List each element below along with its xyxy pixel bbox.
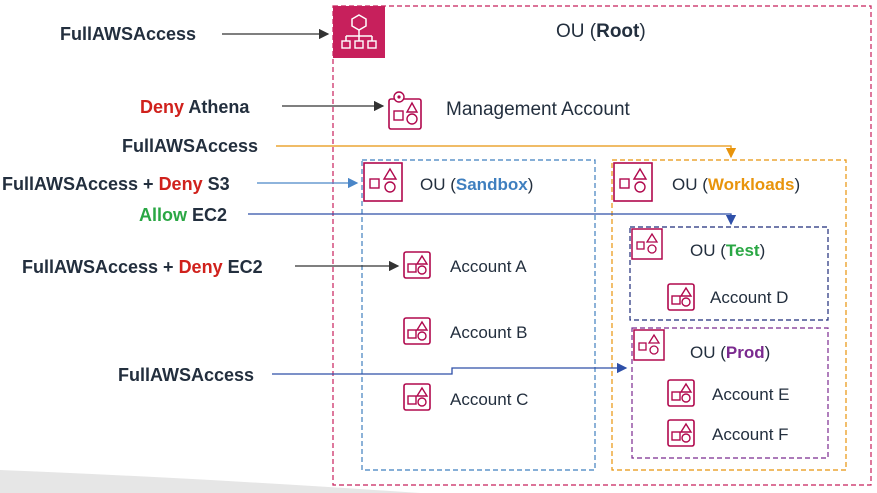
policy-management: Deny Athena bbox=[140, 97, 250, 117]
account-c-label: Account C bbox=[450, 390, 528, 409]
slide-shadow bbox=[0, 470, 420, 493]
test-ou-icon bbox=[631, 228, 663, 260]
test-ou-title: OU (Test) bbox=[690, 241, 765, 260]
prod-ou-icon bbox=[633, 329, 665, 361]
policy-workloads: FullAWSAccess bbox=[122, 136, 258, 156]
management-account-label: Management Account bbox=[446, 99, 631, 120]
policy-test: Allow EC2 bbox=[139, 205, 227, 225]
sandbox-ou-boundary bbox=[361, 159, 596, 471]
account-c-icon bbox=[403, 383, 431, 411]
account-a-icon bbox=[403, 251, 431, 279]
arrow-test-policy bbox=[248, 213, 737, 226]
prod-ou-title: OU (Prod) bbox=[690, 343, 770, 362]
org-root-icon bbox=[333, 6, 385, 58]
prod-ou-boundary bbox=[631, 327, 829, 459]
root-ou-boundary bbox=[332, 5, 872, 486]
account-f-icon bbox=[667, 419, 695, 447]
account-a-label: Account A bbox=[450, 257, 527, 276]
policy-root: FullAWSAccess bbox=[60, 24, 196, 44]
test-ou-boundary bbox=[629, 226, 829, 321]
account-d-icon bbox=[667, 283, 695, 311]
account-f-label: Account F bbox=[712, 425, 789, 444]
workloads-ou-icon bbox=[613, 162, 653, 202]
policy-prod: FullAWSAccess bbox=[118, 365, 254, 385]
workloads-ou-title: OU (Workloads) bbox=[672, 175, 800, 194]
account-b-label: Account B bbox=[450, 323, 528, 342]
workloads-ou-boundary bbox=[611, 159, 847, 471]
arrow-workloads-policy bbox=[276, 145, 737, 159]
account-d-label: Account D bbox=[710, 288, 788, 307]
policy-account-a: FullAWSAccess + Deny EC2 bbox=[22, 257, 263, 277]
sandbox-ou-icon bbox=[363, 162, 403, 202]
root-ou-title: OU (Root) bbox=[556, 21, 646, 42]
account-e-icon bbox=[667, 379, 695, 407]
sandbox-ou-title: OU (Sandbox) bbox=[420, 175, 533, 194]
arrow-prod-policy bbox=[272, 362, 628, 375]
policy-sandbox: FullAWSAccess + Deny S3 bbox=[2, 174, 230, 194]
account-e-label: Account E bbox=[712, 385, 790, 404]
account-b-icon bbox=[403, 317, 431, 345]
management-account-icon bbox=[388, 91, 422, 130]
